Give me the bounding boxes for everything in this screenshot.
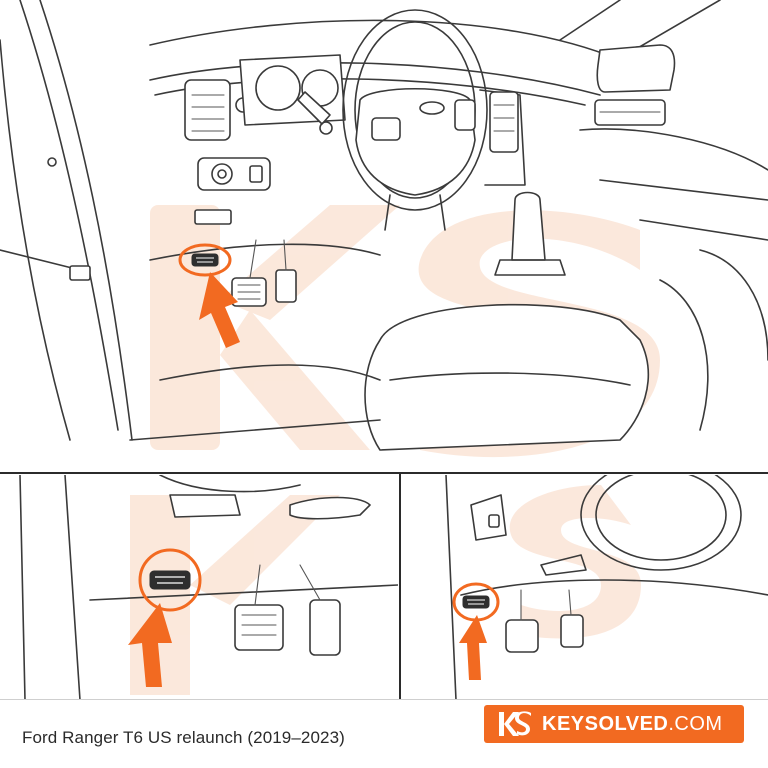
closeup-left-drawing — [19, 475, 398, 700]
location-arrow-icon — [199, 272, 240, 348]
brand-badge[interactable]: KEYSOLVED.COM — [484, 705, 744, 743]
obd-port-icon — [452, 582, 500, 622]
panel-divider-vertical — [399, 474, 401, 700]
main-cabin-illustration — [0, 0, 768, 458]
footer-divider — [0, 699, 768, 700]
ks-logo-icon — [499, 711, 531, 736]
brand-name: KEYSOLVED — [542, 712, 669, 735]
ks-watermark-icon — [509, 485, 641, 639]
closeup-right-drawing — [445, 475, 768, 700]
vehicle-caption: Ford Ranger T6 US relaunch (2019–2023) — [22, 728, 345, 747]
location-arrow-icon — [128, 603, 172, 687]
obd-port-icon — [138, 548, 202, 612]
panel-divider-horizontal — [0, 472, 768, 474]
ks-watermark-icon — [130, 495, 340, 695]
location-arrow-icon — [459, 615, 487, 680]
closeup-left-illustration — [0, 475, 398, 700]
cabin-drawing — [0, 0, 768, 458]
closeup-right-illustration — [401, 475, 768, 700]
brand-suffix: .COM — [668, 712, 723, 735]
obd-port-icon — [178, 243, 232, 277]
